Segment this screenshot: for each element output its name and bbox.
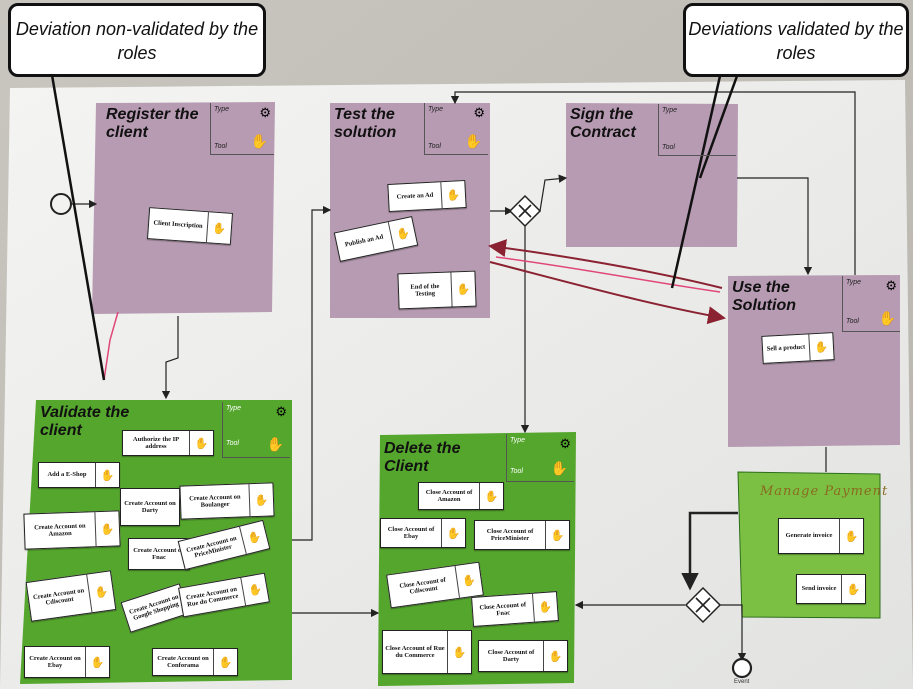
hand-tool-icon: ✋ — [250, 133, 268, 149]
task-card: Close Account of Rue du Commerce✋ — [382, 630, 472, 674]
hand-tool-icon: ✋ — [839, 519, 863, 553]
hand-tool-icon: ✋ — [878, 310, 896, 326]
task-card: Close Account of Amazon✋ — [418, 482, 504, 510]
gear-icon: ⚙ — [559, 436, 571, 451]
hand-tool-icon: ✋ — [205, 212, 232, 244]
hand-tool-icon: ✋ — [240, 573, 269, 606]
hand-tool-icon: ✋ — [550, 460, 568, 476]
task-card: End of the Testing✋ — [397, 270, 477, 310]
activity-title-payment: Manage Payment — [760, 484, 889, 499]
type-tool-box-register: Type Tool ⚙ ✋ — [210, 103, 274, 155]
hand-tool-icon: ✋ — [266, 436, 284, 452]
callout-text: Deviations validated by the roles — [688, 19, 904, 63]
type-tool-box-delete: Type Tool ⚙ ✋ — [506, 434, 574, 482]
task-card: Close Account of Ebay✋ — [380, 518, 466, 548]
type-tool-box-use: Type Tool ⚙ ✋ — [842, 276, 900, 332]
activity-title-delete: Delete the Client — [384, 440, 461, 475]
gear-icon: ⚙ — [275, 404, 287, 419]
task-card: Authorize the IP address✋ — [122, 430, 214, 456]
hand-tool-icon: ✋ — [441, 519, 465, 547]
gear-icon: ⚙ — [473, 105, 485, 120]
gateway-x-icon — [508, 194, 542, 228]
sign-sheet — [566, 103, 738, 247]
gateway-x-icon — [684, 586, 722, 624]
task-card: Close Account of PriceMinister✋ — [474, 520, 570, 550]
hand-tool-icon: ✋ — [189, 431, 213, 455]
end-event-icon — [731, 657, 753, 679]
hand-tool-icon: ✋ — [239, 521, 270, 554]
hand-tool-icon: ✋ — [213, 649, 237, 675]
activity-title-use: Use the Solution — [732, 279, 796, 314]
task-card: Send invoice✋ — [796, 574, 866, 604]
callout-deviations-validated: Deviations validated by the roles — [683, 3, 909, 77]
hand-tool-icon: ✋ — [454, 562, 483, 598]
callout-deviation-non-validated: Deviation non-validated by the roles — [8, 3, 266, 77]
hand-tool-icon: ✋ — [479, 483, 503, 509]
task-card: Create Account on Boulanger✋ — [179, 482, 275, 520]
activity-title-register: Register the client — [106, 106, 199, 141]
task-card: Generate invoice✋ — [778, 518, 864, 554]
hand-tool-icon: ✋ — [545, 521, 569, 549]
hand-tool-icon: ✋ — [94, 511, 120, 547]
hand-tool-icon: ✋ — [86, 571, 116, 613]
hand-tool-icon: ✋ — [440, 181, 466, 209]
task-card: Close Account of Fnac✋ — [471, 591, 559, 627]
callout-text: Deviation non-validated by the roles — [15, 19, 259, 63]
task-card: Create Account on Darty — [120, 488, 180, 526]
hand-tool-icon: ✋ — [808, 333, 834, 361]
task-card: Sell a product✋ — [761, 332, 835, 364]
register-sheet — [92, 102, 275, 314]
type-tool-box-validate: Type Tool ⚙ ✋ — [222, 402, 290, 458]
activity-title-test: Test the solution — [334, 106, 397, 141]
task-card: Create Account on Ebay✋ — [24, 646, 110, 678]
activity-title-validate: Validate the client — [40, 404, 130, 439]
task-card: Create Account on Conforama✋ — [152, 648, 238, 676]
hand-tool-icon: ✋ — [543, 641, 567, 671]
task-card: Create Account on Amazon✋ — [23, 510, 121, 550]
task-card: Create an Ad✋ — [387, 179, 467, 213]
type-tool-box-test: Type Tool ⚙ ✋ — [424, 103, 488, 155]
end-event-label: Event — [734, 679, 750, 685]
gear-icon: ⚙ — [259, 105, 271, 120]
hand-tool-icon: ✋ — [95, 463, 119, 487]
activity-title-sign: Sign the Contract — [570, 106, 636, 141]
hand-tool-icon: ✋ — [450, 271, 476, 307]
hand-tool-icon: ✋ — [841, 575, 865, 603]
hand-tool-icon: ✋ — [464, 133, 482, 149]
hand-tool-icon: ✋ — [447, 631, 471, 673]
task-card: Client Inscription✋ — [146, 207, 234, 245]
hand-tool-icon: ✋ — [248, 483, 274, 517]
task-card: Add a E-Shop✋ — [38, 462, 120, 488]
gear-icon: ⚙ — [885, 278, 897, 293]
hand-tool-icon: ✋ — [531, 592, 558, 622]
task-card: Close Account of Darty✋ — [478, 640, 568, 672]
hand-tool-icon: ✋ — [85, 647, 109, 677]
hand-tool-icon: ✋ — [387, 217, 418, 250]
type-tool-box-sign: Type Tool — [658, 104, 736, 156]
